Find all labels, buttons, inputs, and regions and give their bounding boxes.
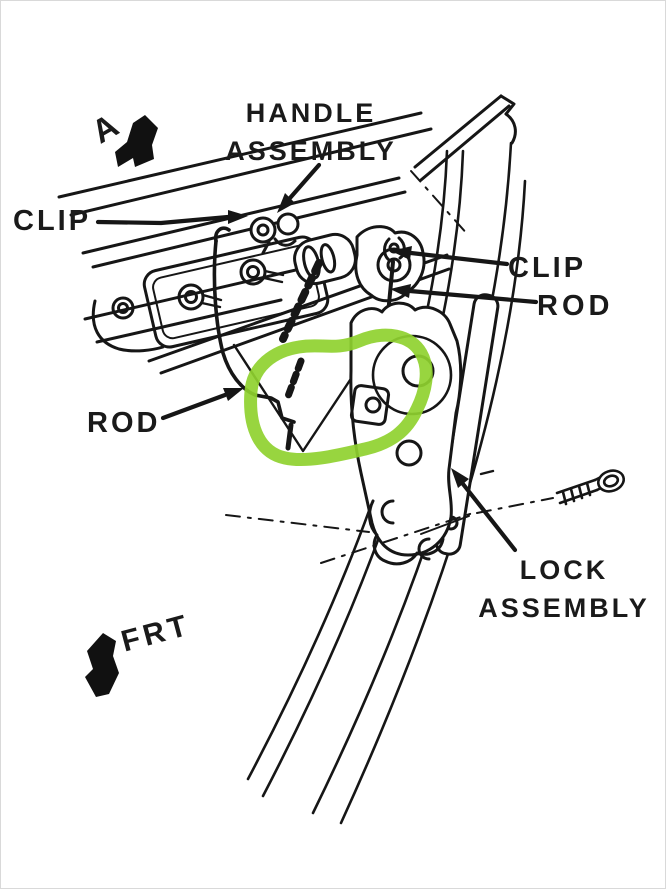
handle-assembly-label: HANDLE ASSEMBLY <box>204 95 418 171</box>
centerlines <box>225 170 554 564</box>
handle-assembly-label-line2: ASSEMBLY <box>225 135 397 166</box>
highlight-circle <box>244 328 433 467</box>
rod-left-label: ROD <box>87 407 161 439</box>
handle-assembly-label-line1: HANDLE <box>245 98 377 128</box>
frt-arrow <box>85 633 119 697</box>
rod-right-label: ROD <box>537 290 614 322</box>
handle-assembly-art <box>249 212 426 403</box>
lock-assembly-label-line1: LOCK <box>519 555 609 585</box>
door-panel-lines <box>57 94 517 453</box>
lock-assembly-label: LOCK ASSEMBLY <box>458 552 665 628</box>
lock-assembly-label-line2: ASSEMBLY <box>478 592 650 623</box>
leader-arrows <box>95 162 539 553</box>
clip-right-label: CLIP <box>508 252 587 284</box>
clip-left-label: CLIP <box>13 205 92 237</box>
screw-art <box>555 469 626 506</box>
view-a-arrow <box>115 115 158 167</box>
